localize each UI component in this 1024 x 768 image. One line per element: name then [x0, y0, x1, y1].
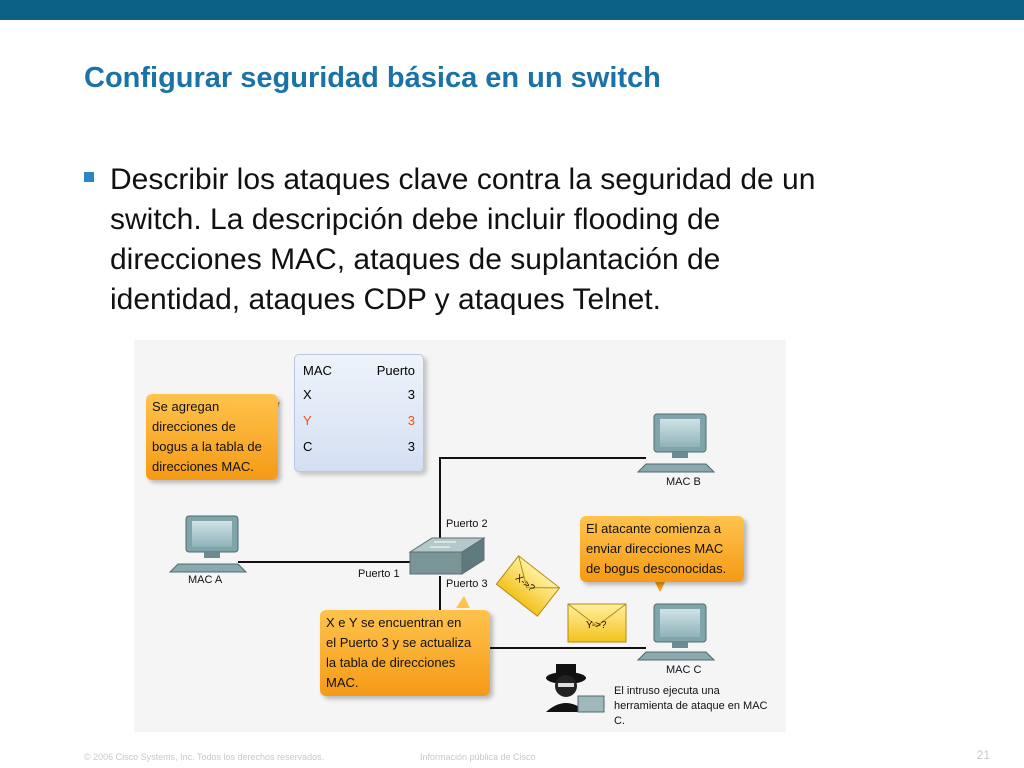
callout-line: MAC.: [326, 675, 359, 690]
callout-line: direcciones MAC.: [152, 459, 254, 474]
port-label-3: Puerto 3: [446, 578, 488, 590]
mac-address-table: MAC Puerto X 3 Y 3 C 3: [294, 354, 424, 472]
callout-line: direcciones de: [152, 419, 236, 434]
mac-cell: Y: [303, 413, 312, 428]
host-label-mac-b: MAC B: [666, 476, 701, 488]
mac-table-header: MAC Puerto: [303, 363, 415, 381]
footer-copyright: © 2006 Cisco Systems, Inc. Todos los der…: [84, 752, 325, 762]
intruder-icon: [546, 664, 605, 713]
callout-line: de bogus desconocidas.: [586, 561, 727, 576]
intruder-caption: El intruso ejecuta una herramienta de at…: [614, 684, 784, 729]
bullet-line: switch. La descripción debe incluir floo…: [110, 203, 721, 236]
callout-line: X e Y se encuentran en: [326, 615, 462, 630]
bullet-square-icon: [84, 172, 94, 182]
caption-line: C.: [614, 715, 625, 727]
callout-line: El atacante comienza a: [586, 521, 722, 536]
top-bar: [0, 0, 1024, 20]
port-label-1: Puerto 1: [358, 568, 400, 580]
mac-table-row: C 3: [303, 439, 415, 457]
mac-column-header: MAC: [303, 363, 332, 378]
callout-line: enviar direcciones MAC: [586, 541, 724, 556]
port-column-header: Puerto: [376, 363, 415, 378]
host-label-mac-a: MAC A: [188, 574, 223, 586]
bullet-line: Describir los ataques clave contra la se…: [110, 163, 816, 196]
callout-port3-pointer: [456, 596, 470, 608]
computer-mac-b-icon: [636, 413, 716, 473]
slide-title: Configurar seguridad básica en un switch: [84, 62, 661, 94]
port-cell: 3: [407, 439, 415, 454]
mac-table-row-highlighted: Y 3: [303, 413, 415, 431]
caption-line: herramienta de ataque en MAC: [614, 700, 768, 712]
envelope-y-label: Y->?: [586, 620, 607, 631]
network-diagram: MAC Puerto X 3 Y 3 C 3 Se agregan direcc…: [134, 340, 786, 732]
host-label-mac-c: MAC C: [666, 664, 702, 676]
port-cell: 3: [407, 387, 415, 402]
footer-info: Información pública de Cisco: [420, 752, 536, 762]
envelope-x-icon: [495, 555, 561, 617]
bullet-line: direcciones MAC, ataques de suplantación…: [110, 243, 721, 276]
callout-attacker-pointer: [654, 580, 666, 592]
callout-line: el Puerto 3 y se actualiza: [326, 635, 472, 650]
envelope-y-icon: [567, 603, 627, 643]
mac-cell: X: [303, 387, 312, 402]
callout-port3: X e Y se encuentran en el Puerto 3 y se …: [320, 610, 490, 696]
bullet-line: identidad, ataques CDP y ataques Telnet.: [110, 283, 661, 316]
page-number: 21: [976, 748, 990, 762]
link-mac-b: [439, 457, 646, 548]
callout-attacker: El atacante comienza a enviar direccione…: [580, 516, 744, 582]
callout-line: la tabla de direcciones: [326, 655, 456, 670]
callout-bogus: Se agregan direcciones de bogus a la tab…: [146, 394, 278, 480]
caption-line: El intruso ejecuta una: [614, 685, 720, 697]
callout-line: Se agregan: [152, 399, 220, 414]
computer-mac-c-icon: [636, 603, 716, 661]
mac-table-row: X 3: [303, 387, 415, 405]
port-label-2: Puerto 2: [446, 518, 488, 530]
switch-icon: [408, 537, 486, 575]
mac-cell: C: [303, 439, 313, 454]
computer-mac-a-icon: [168, 515, 248, 573]
port-cell: 3: [407, 413, 415, 428]
diagram-graphics: [168, 402, 716, 713]
callout-line: bogus a la tabla de: [152, 439, 262, 454]
bullet-text: Describir los ataques clave contra la se…: [110, 160, 930, 320]
